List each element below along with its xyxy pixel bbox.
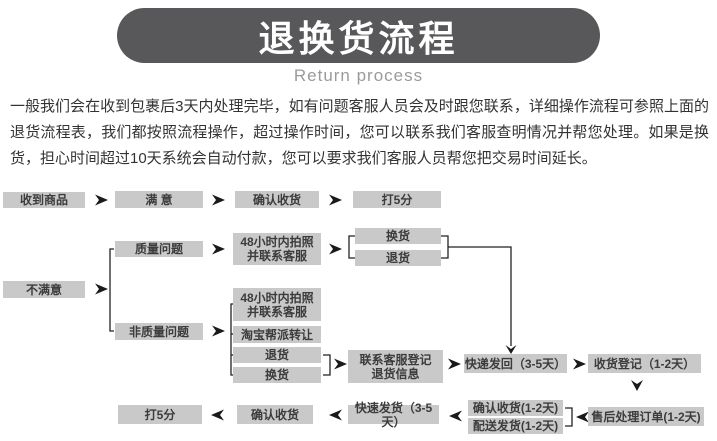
flow-node-confirm-receipt-12d: 确认收货(1-2天)	[468, 400, 563, 416]
intro-paragraph: 一般我们会在收到包裹后3天内处理完毕，如有问题客服人员会及时跟您联系，详细操作流…	[10, 98, 709, 167]
arrow-right-icon	[334, 358, 347, 370]
flow-node-exchange-2: 换货	[233, 367, 321, 383]
stack-bracket-right	[323, 354, 331, 376]
flow-node-confirm-receipt-2: 确认收货	[237, 405, 313, 424]
page-subtitle: Return process	[293, 66, 424, 85]
arrow-down-icon	[631, 380, 643, 391]
flow-node-express-back: 快递发回（3-5天）	[464, 354, 567, 373]
flow-node-photo-48h-2: 48小时内拍照 并联系客服	[233, 288, 321, 321]
connector-line	[448, 246, 512, 346]
flow-node-unsatisfied: 不满意	[3, 281, 85, 298]
arrow-right-icon	[329, 194, 342, 206]
flow-node-receipt-register: 收货登记（1-2天）	[588, 354, 701, 373]
flow-node-contact-register: 联系客服登记 退货信息	[348, 350, 443, 383]
flow-node-receive-goods: 收到商品	[3, 192, 85, 208]
arrow-left-icon	[329, 409, 342, 421]
arrow-right-icon	[329, 243, 342, 255]
flow-node-satisfied: 满 意	[115, 191, 203, 208]
flow-node-non-quality-issue: 非质量问题	[115, 323, 203, 340]
arrow-right-icon	[212, 325, 225, 337]
arrow-down-icon	[505, 345, 517, 354]
flow-node-return-2: 退货	[233, 347, 321, 363]
arrow-right-icon	[95, 283, 108, 295]
arrow-right-icon	[212, 243, 225, 255]
pair-bracket-right	[565, 407, 573, 427]
arrow-right-icon	[95, 194, 108, 206]
flow-node-quality-issue: 质量问题	[115, 241, 203, 257]
arrow-right-icon	[448, 358, 461, 370]
flow-node-return: 退货	[355, 250, 441, 266]
arrow-left-icon	[211, 409, 224, 421]
flow-node-confirm-receipt: 确认收货	[235, 191, 319, 208]
arrow-left-icon	[449, 410, 462, 422]
flow-node-aftersale-order: 售后处理订单(1-2天)	[588, 407, 704, 426]
flow-node-rate-5-2: 打5分	[118, 405, 202, 424]
branch-bracket	[109, 248, 114, 332]
arrow-right-icon	[212, 194, 225, 206]
flow-node-exchange: 换货	[355, 228, 441, 244]
page-title: 退换货流程	[258, 17, 459, 59]
flow-node-taobao-transfer: 淘宝帮派转让	[233, 326, 321, 343]
flow-node-dispatch-12d: 配送发货(1-2天)	[468, 418, 563, 434]
flow-node-rate-5: 打5分	[353, 191, 441, 208]
flow-node-fast-ship: 快速发货（3-5天）	[348, 401, 439, 429]
bracket-right	[441, 235, 449, 259]
arrow-right-icon	[573, 358, 586, 370]
flow-node-photo-48h: 48小时内拍照 并联系客服	[233, 233, 321, 265]
header-banner: 退换货流程	[117, 8, 600, 63]
